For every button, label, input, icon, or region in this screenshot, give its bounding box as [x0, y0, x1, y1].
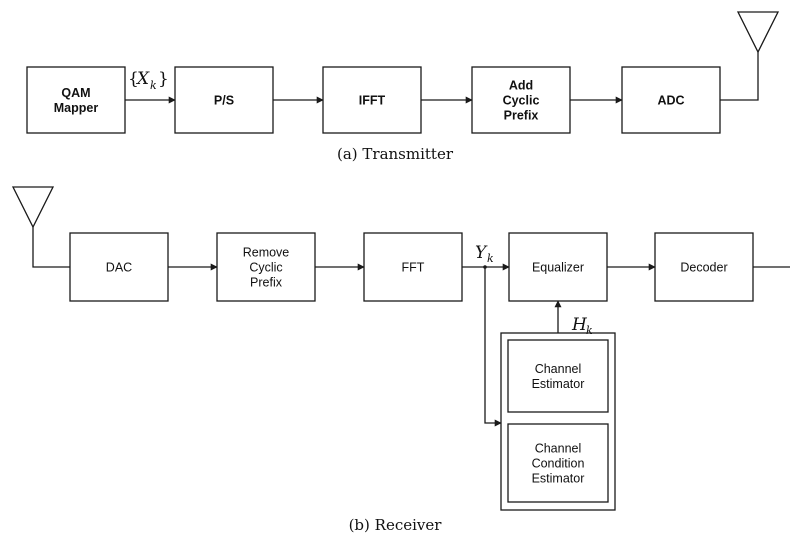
receiver-caption: (b) Receiver — [349, 516, 443, 534]
hk-subscript: k — [586, 324, 593, 337]
block-label-line: Prefix — [250, 276, 283, 290]
xk-subscript: k — [150, 79, 157, 92]
block-label-line: ADC — [657, 94, 684, 108]
block-label-line: Cyclic — [503, 94, 540, 108]
adc-to-antenna-line — [720, 52, 759, 101]
block-label-line: DAC — [106, 261, 132, 275]
ps-block: P/S — [174, 66, 274, 134]
ifft-block: IFFT — [322, 66, 422, 134]
xk-signal-label: { X k } — [128, 69, 169, 92]
dac-label: DAC — [106, 261, 132, 275]
block-label-line: Add — [509, 79, 533, 93]
block-label-line: Remove — [243, 246, 290, 260]
block-label-line: Decoder — [680, 261, 727, 275]
equalizer-label: Equalizer — [532, 261, 584, 275]
block-label-line: Mapper — [54, 101, 99, 115]
adc-label: ADC — [657, 94, 684, 108]
block-label-line: QAM — [61, 86, 90, 100]
dac-block: DAC — [69, 232, 169, 302]
block-label-line: Equalizer — [532, 261, 584, 275]
block-label-line: Prefix — [504, 109, 539, 123]
transmitter-caption: (a) Transmitter — [337, 145, 454, 163]
rx-antenna-icon — [11, 186, 55, 229]
tx-antenna-icon — [736, 11, 780, 54]
xk-close-brace: } — [158, 69, 169, 89]
block-label-line: FFT — [402, 261, 425, 275]
fft-label: FFT — [402, 261, 425, 275]
decoder-block: Decoder — [654, 232, 754, 302]
adc-block: ADC — [621, 66, 721, 134]
equalizer-block: Equalizer — [508, 232, 608, 302]
block-label-line: Estimator — [532, 472, 585, 486]
yk-subscript: k — [487, 252, 494, 265]
xk-open-brace: { — [128, 69, 139, 89]
block-label-line: IFFT — [359, 94, 386, 108]
block-label-line: Channel — [535, 442, 582, 456]
block-label-line: Condition — [532, 457, 585, 471]
xk-symbol: X — [135, 69, 150, 89]
antenna-to-dac-line — [32, 227, 70, 268]
block-label-line: P/S — [214, 94, 234, 108]
fft-block: FFT — [363, 232, 463, 302]
decoder-label: Decoder — [680, 261, 727, 275]
ps-label: P/S — [214, 94, 234, 108]
yk-signal-label: Y k — [475, 243, 494, 265]
hk-symbol: H — [571, 315, 588, 335]
block-label-line: Estimator — [532, 377, 585, 391]
yk-branch-to-estimators — [484, 267, 502, 427]
yk-symbol: Y — [475, 243, 488, 263]
block-label-line: Cyclic — [249, 261, 282, 275]
block-label-line: Channel — [535, 362, 582, 376]
hk-signal-label: H k — [571, 315, 593, 337]
ifft-label: IFFT — [359, 94, 386, 108]
branch-junction-dot — [483, 265, 487, 269]
